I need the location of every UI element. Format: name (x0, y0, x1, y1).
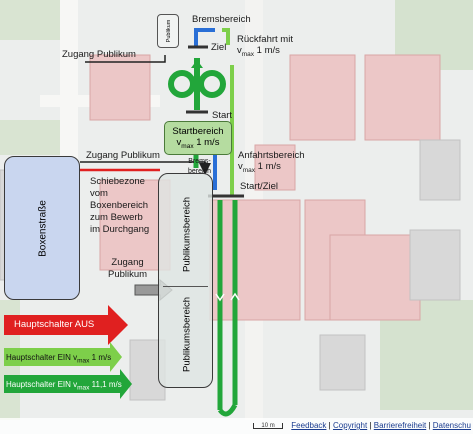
zugang-publikum-mid-label: Zugang Publikum (86, 150, 160, 161)
hauptschalter-aus-label[interactable]: Hauptschalter AUS (14, 319, 95, 330)
start-label: Start (212, 110, 233, 121)
publikumsbereich-area: Publikumsbereich Publikumsbereich (158, 173, 213, 388)
brems-small-label: Brems- bereich (188, 158, 211, 175)
publikum-small-box: Publikum (157, 14, 179, 48)
publikumsbereich-upper-label: Publikumsbereich (181, 197, 193, 272)
scale-bar: 10 m (253, 422, 284, 429)
zugang-publikum-top-label: Zugang Publikum (62, 49, 136, 60)
loop-figure (168, 58, 226, 110)
map-footer: 10 m Feedback | Copyright | Barrierefrei… (0, 418, 473, 434)
copyright-link[interactable]: Copyright (332, 421, 368, 430)
zugang-arrow-top (85, 55, 166, 63)
startbereich-title: Startbereich (172, 126, 224, 137)
feedback-link[interactable]: Feedback (291, 421, 327, 430)
publikum-small-label: Publikum (166, 19, 172, 43)
publikumsbereich-lower-label: Publikumsbereich (181, 297, 193, 372)
startbereich-speed: vmax 1 m/s (176, 137, 220, 150)
ziel-label: Ziel (211, 42, 227, 53)
schiebezone-label: Schiebezone vom Boxenbereich zum Bewerb … (90, 176, 150, 235)
startbereich-box: Startbereich vmax 1 m/s (164, 121, 232, 155)
bremsbereich-top-label: Bremsbereich (192, 14, 251, 25)
hauptschalter-ein-2-label[interactable]: Hauptschalter EIN vmax 11,1 m/s (6, 380, 122, 392)
anfahrtsbereich-label: Anfahrtsbereich vmax 1 m/s (238, 150, 305, 174)
hauptschalter-ein-1-label[interactable]: Hauptschalter EIN vmax 1 m/s (6, 353, 112, 365)
barrierefreiheit-link[interactable]: Barrierefreiheit (373, 421, 427, 430)
boxenstrasse-area: Boxenstraße (4, 156, 80, 300)
zugang-arrow-mid (80, 161, 211, 175)
start-ziel-label: Start/Ziel (240, 181, 279, 192)
datenschutz-link[interactable]: Datenschu (432, 421, 471, 430)
boxenstrasse-label: Boxenstraße (37, 200, 49, 257)
rueckfahrt-label: Rückfahrt mit vmax 1 m/s (237, 34, 293, 58)
zugang-publikum-low-label: Zugang Publikum (108, 257, 148, 280)
blue-return-top (194, 28, 215, 46)
publikum-divider (163, 286, 208, 287)
